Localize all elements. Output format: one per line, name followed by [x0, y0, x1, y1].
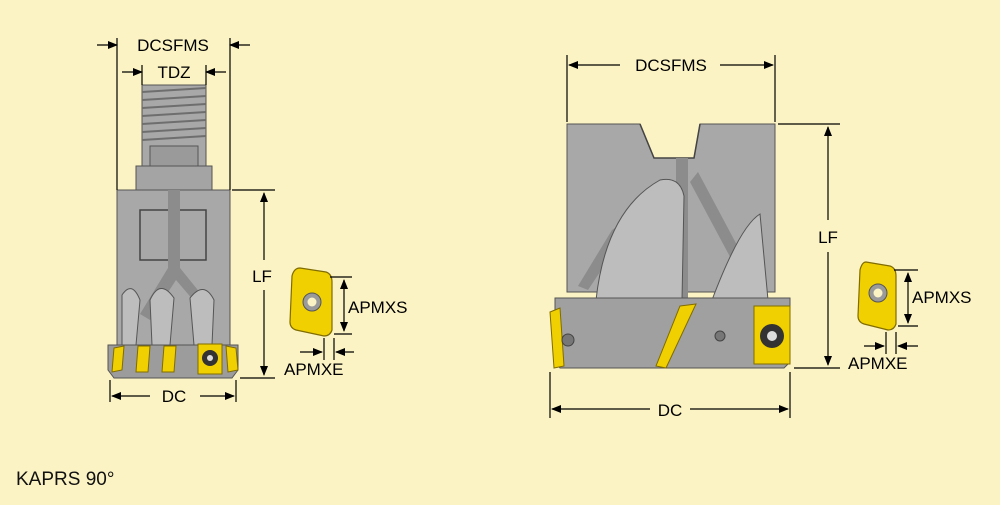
right-screw-hole	[561, 333, 575, 347]
left-dimensions	[97, 38, 275, 402]
left-neck	[149, 145, 199, 167]
left-insert	[161, 345, 177, 373]
right-flute	[595, 178, 685, 301]
right-flute	[711, 213, 769, 301]
right-dim-apmxs-label: APMXS	[912, 288, 972, 307]
right-insert	[549, 307, 565, 369]
left-dim-tdz-label: TDZ	[157, 63, 190, 82]
left-insert	[111, 345, 125, 373]
right-insert-dimensions	[864, 269, 918, 354]
right-coolant-channel	[690, 172, 746, 268]
right-dim-lf-label: LF	[818, 228, 838, 247]
screw-icon	[197, 343, 223, 375]
left-insert-dimensions	[300, 276, 354, 360]
screw-icon	[753, 305, 791, 365]
insert-icon	[857, 261, 897, 331]
right-screw-hole	[714, 330, 726, 342]
left-dim-dc-label: DC	[162, 387, 187, 406]
left-dim-dcsfms-label: DCSFMS	[137, 36, 209, 55]
left-dim-apmxs-label: APMXS	[348, 298, 408, 317]
right-dim-apmxe-label: APMXE	[848, 354, 908, 373]
right-dim-dcsfms-label: DCSFMS	[635, 56, 707, 75]
left-flute	[121, 288, 141, 346]
insert-icon	[289, 267, 333, 337]
left-insert	[135, 345, 151, 373]
right-tool	[549, 123, 791, 369]
left-insert	[225, 345, 239, 373]
right-slot	[639, 123, 701, 159]
right-insert	[655, 303, 697, 369]
caption: KAPRS 90°	[16, 469, 114, 490]
left-tool	[107, 84, 239, 379]
left-flute	[149, 288, 175, 346]
right-dimensions	[549, 55, 840, 418]
left-coolant-channel	[140, 190, 214, 320]
left-collar	[135, 165, 213, 191]
right-dim-dc-label: DC	[658, 401, 683, 420]
left-dim-lf-label: LF	[252, 267, 272, 286]
left-thread-lines	[141, 87, 207, 141]
left-dim-apmxe-label: APMXE	[284, 360, 344, 379]
left-flute	[189, 289, 215, 346]
